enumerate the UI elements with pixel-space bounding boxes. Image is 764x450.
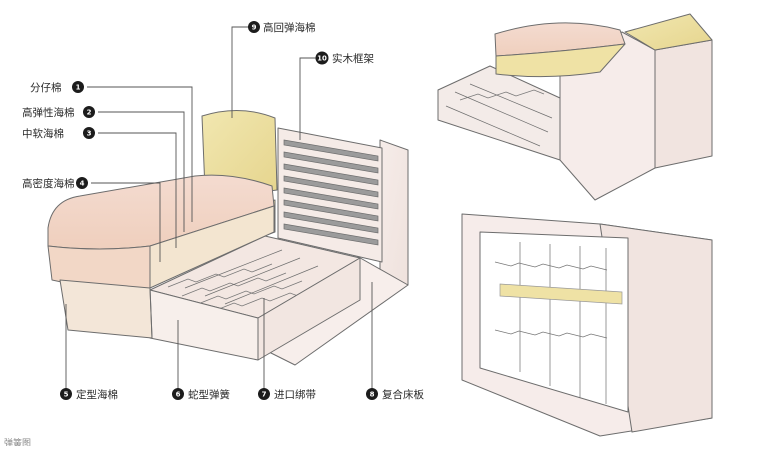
footer-caption: 弹簧图 — [4, 437, 31, 446]
label-2: 高弹性海棉 2 — [22, 106, 95, 119]
label-10: 10 实木框架 — [315, 51, 374, 65]
label-text: 定型海棉 — [76, 388, 118, 401]
wood-frame-slats — [283, 139, 379, 246]
bottom-right-slats — [494, 242, 623, 404]
label-text: 高回弹海棉 — [263, 21, 316, 34]
leader-lines — [65, 26, 373, 394]
number-badge — [83, 127, 95, 139]
label-number: 1 — [76, 84, 81, 92]
number-badge — [60, 388, 72, 400]
label-text: 分仔棉 — [30, 81, 62, 94]
label-number: 7 — [262, 391, 267, 399]
number-badge — [315, 51, 329, 65]
number-badge — [172, 388, 184, 400]
label-number: 5 — [64, 391, 69, 399]
label-number: 8 — [370, 391, 375, 399]
label-number: 3 — [87, 130, 92, 138]
label-text: 实木框架 — [332, 52, 374, 65]
label-number: 9 — [252, 24, 257, 32]
label-1: 分仔棉 1 — [30, 81, 84, 94]
number-badge — [76, 177, 88, 189]
label-4: 高密度海棉 4 — [22, 177, 88, 190]
number-badge — [258, 388, 270, 400]
number-badge — [72, 81, 84, 93]
label-7: 7 进口绑带 — [258, 388, 316, 401]
number-badge — [366, 388, 378, 400]
label-number: 2 — [87, 109, 92, 117]
label-number: 6 — [176, 391, 181, 399]
label-text: 蛇型弹簧 — [188, 388, 230, 401]
label-text: 高密度海棉 — [22, 177, 75, 190]
top-right-slats — [445, 83, 553, 147]
number-badge — [248, 21, 260, 33]
label-number: 10 — [317, 55, 327, 63]
label-text: 高弹性海棉 — [22, 106, 75, 119]
main-sofa-illustration — [47, 109, 409, 366]
label-number: 4 — [80, 180, 85, 188]
label-9: 9 高回弹海棉 — [248, 21, 316, 34]
number-badge — [83, 106, 95, 118]
label-5: 5 定型海棉 — [60, 388, 118, 401]
label-8: 8 复合床板 — [366, 388, 424, 401]
top-right-view — [437, 13, 713, 201]
label-6: 6 蛇型弹簧 — [172, 388, 230, 401]
bottom-right-view — [461, 213, 713, 437]
label-3: 中软海棉 3 — [22, 127, 95, 140]
label-text: 复合床板 — [382, 388, 424, 401]
label-text: 进口绑带 — [274, 389, 316, 401]
label-text: 中软海棉 — [22, 127, 64, 140]
